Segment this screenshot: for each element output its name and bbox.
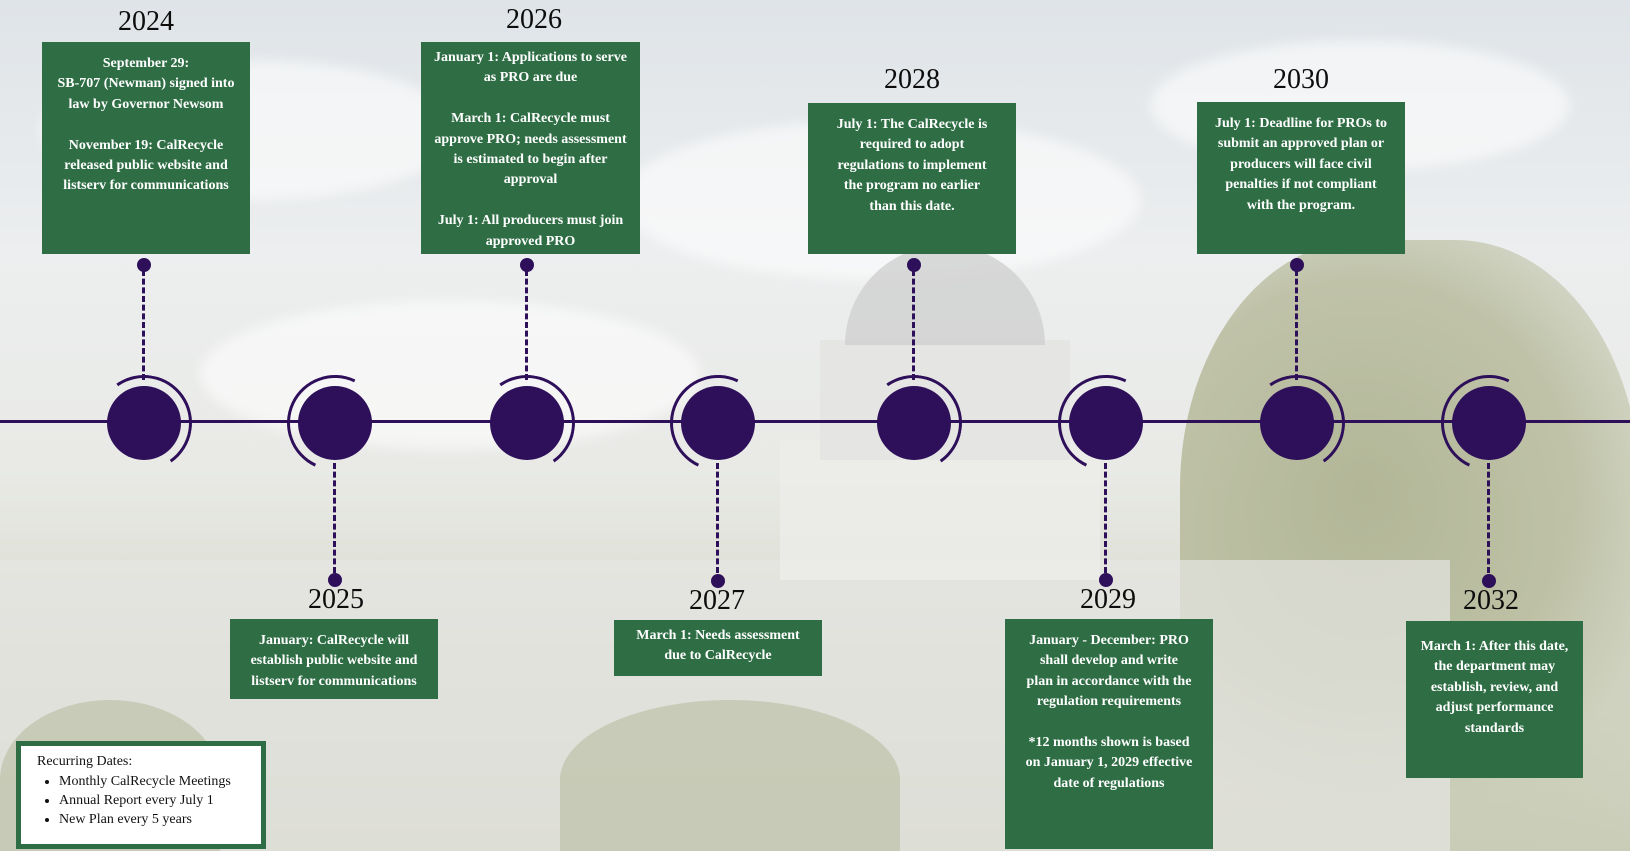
timeline-node-2027 bbox=[681, 386, 755, 460]
connector-dot-2027 bbox=[711, 574, 725, 588]
year-label-2032: 2032 bbox=[1463, 585, 1519, 616]
recurring-dates-legend: Recurring Dates: Monthly CalRecycle Meet… bbox=[16, 741, 266, 849]
connector-line-2030 bbox=[1295, 270, 1298, 380]
year-label-2025: 2025 bbox=[308, 584, 364, 615]
year-label-2028: 2028 bbox=[884, 64, 940, 95]
connector-line-2024 bbox=[142, 270, 145, 380]
legend-list: Monthly CalRecycle Meetings Annual Repor… bbox=[37, 772, 245, 829]
event-box-2030: July 1: Deadline for PROs to submit an a… bbox=[1197, 102, 1405, 254]
event-box-2025: January: CalRecycle will establish publi… bbox=[230, 619, 438, 699]
event-box-2029: January - December: PRO shall develop an… bbox=[1005, 619, 1213, 849]
year-label-2027: 2027 bbox=[689, 585, 745, 616]
connector-dot-2030 bbox=[1290, 258, 1304, 272]
legend-item: Monthly CalRecycle Meetings bbox=[59, 772, 245, 791]
timeline-node-2026 bbox=[490, 386, 564, 460]
connector-dot-2025 bbox=[328, 573, 342, 587]
connector-line-2025 bbox=[333, 463, 336, 573]
connector-dot-2024 bbox=[137, 258, 151, 272]
timeline-node-2028 bbox=[877, 386, 951, 460]
event-box-2028: July 1: The CalRecycle is required to ad… bbox=[808, 103, 1016, 254]
year-label-2030: 2030 bbox=[1273, 64, 1329, 95]
connector-line-2032 bbox=[1487, 463, 1490, 573]
event-box-2032: March 1: After this date, the department… bbox=[1406, 621, 1583, 778]
timeline-node-2032 bbox=[1452, 386, 1526, 460]
legend-item: Annual Report every July 1 bbox=[59, 791, 245, 810]
connector-dot-2026 bbox=[520, 258, 534, 272]
timeline-node-2025 bbox=[298, 386, 372, 460]
event-box-2026: January 1: Applications to serve as PRO … bbox=[421, 42, 640, 254]
connector-line-2027 bbox=[716, 463, 719, 573]
connector-line-2029 bbox=[1104, 463, 1107, 573]
year-label-2026: 2026 bbox=[506, 4, 562, 35]
event-box-2027: March 1: Needs assessment due to CalRecy… bbox=[614, 620, 822, 676]
legend-title: Recurring Dates: bbox=[37, 754, 133, 769]
timeline-node-2030 bbox=[1260, 386, 1334, 460]
year-label-2024: 2024 bbox=[118, 6, 174, 37]
timeline-node-2029 bbox=[1069, 386, 1143, 460]
connector-dot-2028 bbox=[907, 258, 921, 272]
connector-dot-2029 bbox=[1099, 573, 1113, 587]
connector-dot-2032 bbox=[1482, 574, 1496, 588]
event-box-2024: September 29: SB-707 (Newman) signed int… bbox=[42, 42, 250, 254]
year-label-2029: 2029 bbox=[1080, 584, 1136, 615]
connector-line-2026 bbox=[525, 270, 528, 380]
connector-line-2028 bbox=[912, 270, 915, 380]
legend-item: New Plan every 5 years bbox=[59, 810, 245, 829]
timeline-axis bbox=[0, 420, 1630, 423]
timeline-node-2024 bbox=[107, 386, 181, 460]
